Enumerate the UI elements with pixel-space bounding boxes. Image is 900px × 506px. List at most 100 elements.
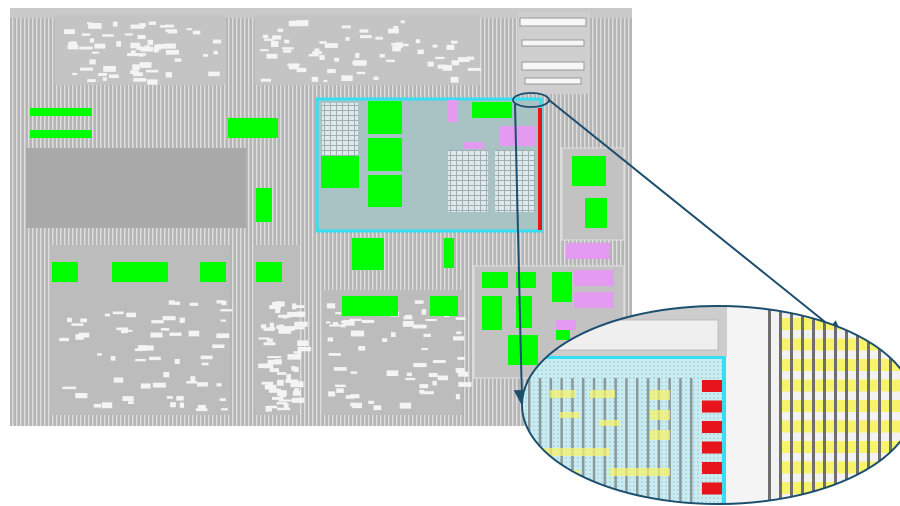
standard-cell — [379, 54, 385, 58]
standard-cell — [341, 25, 351, 29]
standard-cell — [455, 317, 466, 320]
standard-cell — [450, 76, 459, 83]
standard-cell — [350, 330, 365, 337]
standard-cell — [278, 314, 291, 318]
inset-red-io-pad — [702, 380, 722, 392]
standard-cell — [413, 362, 427, 368]
green-macro — [482, 272, 508, 288]
standard-cell — [291, 303, 297, 310]
green-macro — [228, 118, 278, 138]
standard-cell — [393, 25, 399, 30]
pink-macro — [574, 270, 614, 286]
standard-cell — [419, 389, 425, 394]
standard-cell — [86, 22, 92, 25]
standard-cell — [288, 20, 301, 27]
standard-cell — [283, 326, 295, 331]
standard-cell — [437, 64, 447, 69]
standard-cell — [258, 337, 270, 340]
inset-yellow-fill — [650, 390, 670, 400]
standard-cell — [294, 382, 300, 386]
standard-cell — [132, 53, 146, 56]
standard-cell — [432, 380, 437, 386]
standard-cell — [93, 403, 102, 408]
standard-cell — [311, 76, 319, 82]
standard-cell — [319, 41, 327, 44]
green-macro — [508, 335, 538, 365]
green-macro — [444, 238, 454, 268]
standard-cell — [265, 405, 272, 412]
green-macro-hb-1 — [321, 156, 359, 188]
standard-cell — [260, 324, 267, 329]
standard-cell — [78, 332, 90, 338]
green-macro — [256, 262, 282, 282]
inset-yellow-fill — [610, 468, 670, 476]
standard-cell — [139, 62, 152, 68]
standard-cell — [160, 327, 170, 331]
standard-cell — [145, 69, 159, 73]
standard-cell — [75, 392, 88, 399]
standard-cell — [133, 78, 147, 82]
inset-cell-rail — [646, 378, 650, 504]
green-macro — [30, 130, 92, 138]
inset-power-bar — [889, 306, 892, 504]
standard-cell — [135, 358, 146, 362]
green-macro-hb-2 — [368, 101, 402, 134]
standard-cell — [165, 49, 179, 55]
standard-cell — [428, 372, 438, 378]
standard-cell — [62, 386, 77, 390]
standard-cell — [263, 342, 276, 346]
standard-cell — [122, 329, 133, 332]
inset-ellipse-border — [521, 305, 900, 505]
inset-power-bar — [768, 306, 771, 504]
standard-cell — [350, 371, 358, 374]
standard-cell — [467, 67, 481, 71]
standard-cell — [89, 59, 96, 65]
standard-cell — [406, 372, 412, 377]
inset-cell-rail — [528, 378, 531, 504]
standard-cell — [272, 35, 282, 40]
standard-cell — [268, 388, 282, 393]
green-macro-hb-4 — [368, 175, 402, 207]
standard-cell — [432, 44, 438, 48]
inset-yellow-fill — [530, 448, 610, 456]
standard-cell — [455, 367, 465, 373]
standard-cell — [165, 72, 172, 78]
standard-cell — [203, 54, 208, 57]
inset-white-gap — [727, 306, 767, 504]
green-macro — [585, 198, 607, 228]
standard-cell — [261, 381, 274, 385]
inset-cell-rail — [592, 378, 596, 504]
standard-cell — [458, 371, 469, 377]
standard-cell — [92, 51, 100, 54]
die-edge-strip — [10, 8, 632, 18]
standard-cell — [336, 388, 344, 393]
standard-cell — [213, 50, 218, 55]
standard-cell — [350, 394, 360, 399]
standard-cell — [116, 41, 122, 47]
standard-cell — [297, 346, 312, 352]
standard-cell — [457, 57, 470, 62]
standard-cell — [386, 59, 395, 63]
standard-cell — [458, 382, 472, 387]
standard-cell — [212, 344, 225, 349]
inset-yellow-fill — [550, 390, 575, 398]
standard-cell — [138, 345, 147, 351]
memory-array-3 — [495, 150, 535, 212]
standard-cell — [267, 359, 279, 364]
standard-cell — [412, 324, 427, 329]
standard-cell — [156, 44, 169, 49]
standard-cell — [269, 368, 280, 373]
standard-cell — [116, 327, 123, 331]
standard-cell — [297, 340, 309, 347]
standard-cell — [81, 33, 91, 36]
standard-cell — [270, 41, 279, 48]
standard-cell — [148, 21, 156, 25]
standard-cell — [333, 367, 347, 371]
inset-yellow-fill — [600, 420, 620, 426]
inset-cell-rail — [560, 378, 563, 504]
standard-cell — [427, 61, 434, 67]
standard-cell — [113, 377, 124, 383]
standard-cell — [127, 53, 138, 57]
standard-cell — [264, 384, 277, 390]
standard-cell — [186, 28, 193, 31]
